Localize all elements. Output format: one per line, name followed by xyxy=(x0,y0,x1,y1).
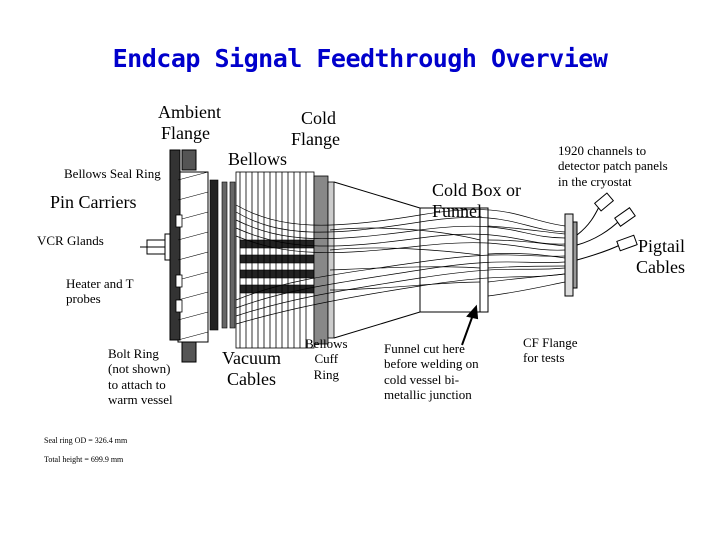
funnel-cut-label: Funnel cut here before welding on cold v… xyxy=(384,341,479,402)
funnel-cut-arrow xyxy=(461,304,479,346)
vacuum-cables-line2: Cables xyxy=(226,369,276,390)
heater-line1: Heater and T xyxy=(66,276,134,291)
pigtail-connectors xyxy=(576,192,638,261)
pigtail-line2: Cables xyxy=(636,257,685,278)
funnel-cut-line3: cold vessel bi- xyxy=(384,371,460,387)
bellows-seal-ring-label: Bellows Seal Ring xyxy=(64,166,161,181)
channels-line1: 1920 channels to xyxy=(558,143,647,158)
funnel-cut-line2: before welding on xyxy=(384,356,479,372)
cf-flange-label: CF Flange for tests xyxy=(523,335,578,366)
page-title: Endcap Signal Feedthrough Overview xyxy=(112,44,608,73)
cold-box-line1: Cold Box or xyxy=(432,180,522,200)
bolt-ring-line3: to attach to xyxy=(108,376,166,392)
ambient-flange-line1: Ambient xyxy=(158,102,221,122)
cf-flange-line2: for tests xyxy=(523,350,565,366)
vcr-glands-label: VCR Glands xyxy=(37,233,104,248)
cold-box-funnel xyxy=(333,181,489,339)
ambient-flange-block xyxy=(169,149,209,363)
pin-carriers-label: Pin Carriers xyxy=(50,192,137,212)
bellows-cuff-ring-label: Bellows Cuff Ring xyxy=(305,336,348,382)
pigtail-line1: Pigtail xyxy=(637,236,685,256)
channels-line2: detector patch panels xyxy=(558,158,668,174)
vacuum-cables-label: Vacuum Cables xyxy=(222,348,281,390)
ambient-flange-line2: Flange xyxy=(161,123,210,144)
bellows-cuff-ring-line1: Bellows xyxy=(305,336,348,351)
cold-box-line2: Funnel xyxy=(432,201,483,222)
vacuum-cables xyxy=(235,204,566,325)
bellows-cuff-ring xyxy=(313,175,335,345)
bellows-cuff-ring-line2: Cuff xyxy=(314,351,339,367)
channels-label: 1920 channels to detector patch panels i… xyxy=(558,143,668,189)
cold-box-label: Cold Box or Funnel xyxy=(432,180,521,222)
bolt-ring-label: Bolt Ring (not shown) to attach to warm … xyxy=(108,346,173,407)
cold-flange-line2: Flange xyxy=(291,129,340,150)
channels-line3: in the cryostat xyxy=(558,173,632,189)
pigtail-cables-label: Pigtail Cables xyxy=(636,236,685,278)
bolt-ring-line2: (not shown) xyxy=(108,361,171,377)
heater-label: Heater and T probes xyxy=(66,276,134,307)
sealing-od-note: Seal ring OD = 326.4 mm xyxy=(44,436,128,445)
bellows-cuff-ring-line3: Ring xyxy=(313,366,339,382)
total-height-note: Total height = 699.9 mm xyxy=(44,455,124,464)
funnel-cut-line1: Funnel cut here xyxy=(384,341,465,356)
funnel-cut-line4: metallic junction xyxy=(384,386,472,402)
heater-line2: probes xyxy=(66,291,101,307)
cold-flange-line1: Cold xyxy=(301,108,337,128)
vacuum-cables-line1: Vacuum xyxy=(222,348,281,368)
bellows-top-label: Bellows xyxy=(228,149,288,169)
pin-carriers xyxy=(209,179,316,331)
cf-flange xyxy=(564,213,578,297)
bolt-ring-line4: warm vessel xyxy=(108,391,173,407)
bolt-ring-line1: Bolt Ring xyxy=(108,346,159,361)
flange-side-connectors xyxy=(175,214,183,313)
cold-flange-label: Cold Flange xyxy=(291,108,340,150)
ambient-flange-label: Ambient Flange xyxy=(158,102,221,144)
cf-flange-line1: CF Flange xyxy=(523,335,578,350)
